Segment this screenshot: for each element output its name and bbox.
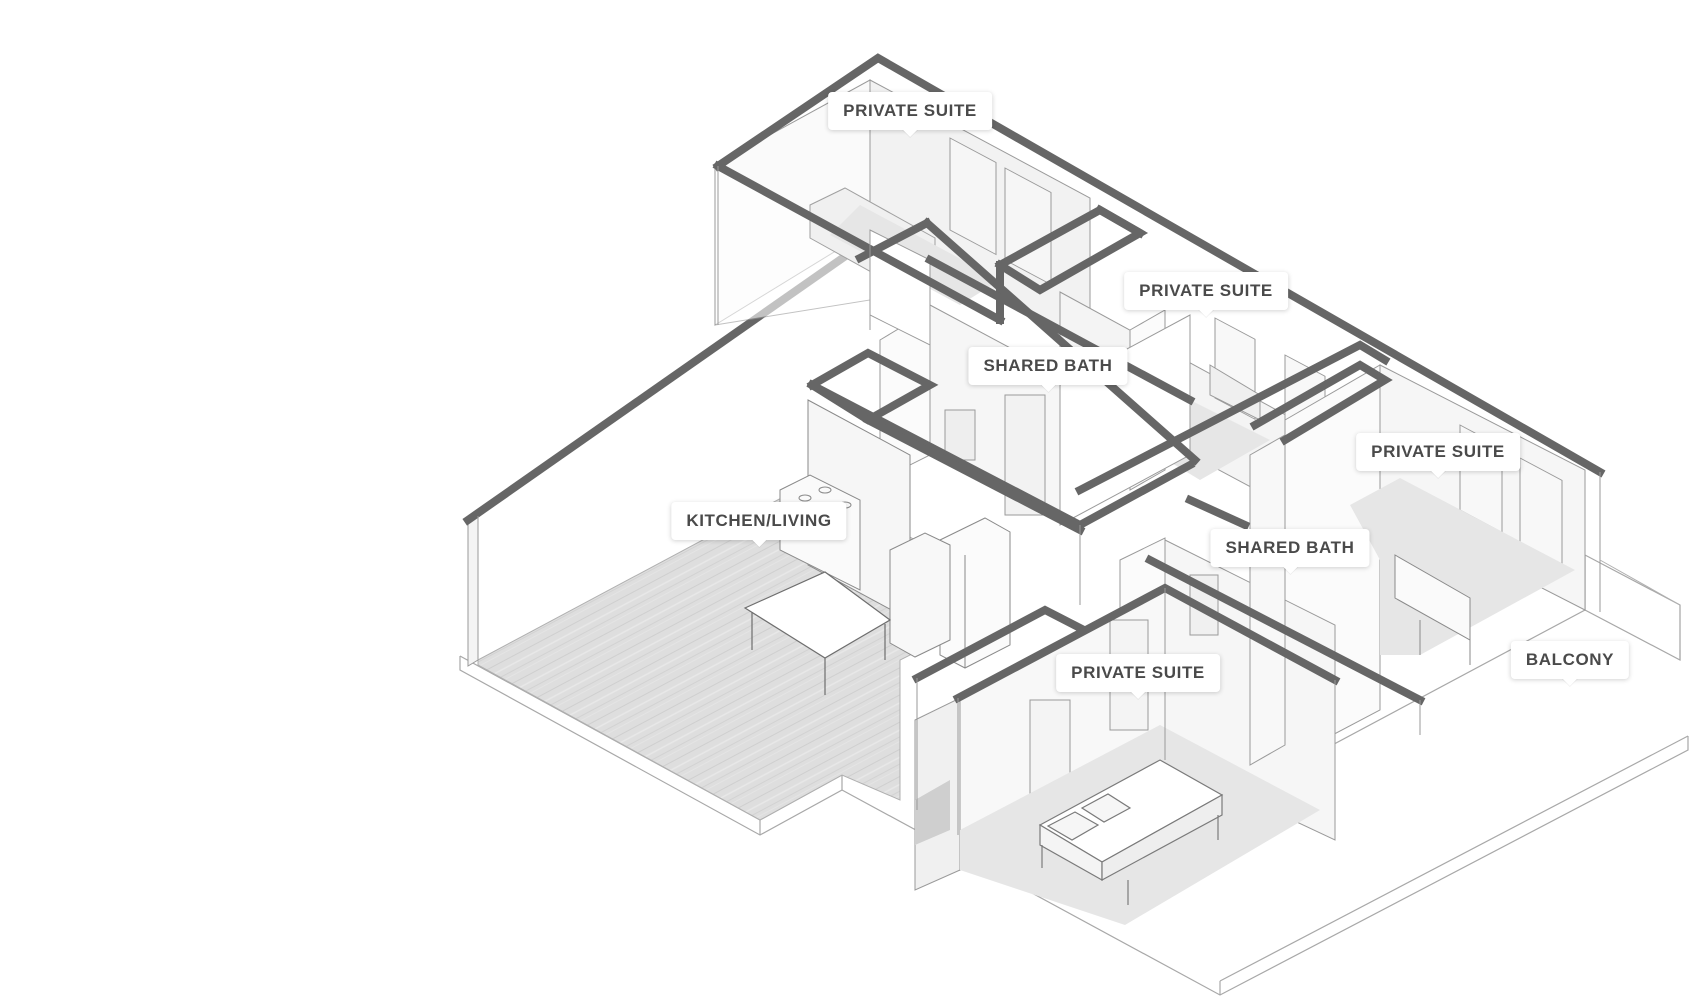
- label-balcony: BALCONY: [1510, 641, 1630, 687]
- label-private-suite-south: PRIVATE SUITE: [1056, 654, 1220, 700]
- label-text: PRIVATE SUITE: [1139, 281, 1273, 300]
- kitchen-base-cabinets: [889, 532, 951, 658]
- label-text: PRIVATE SUITE: [843, 101, 977, 120]
- label-text: KITCHEN/LIVING: [686, 511, 832, 530]
- east-suite-floor: [1350, 478, 1575, 655]
- label-shared-bath-lower: SHARED BATH: [1210, 529, 1370, 575]
- south-suite-bed: [1038, 759, 1224, 905]
- label-private-suite-north: PRIVATE SUITE: [828, 92, 992, 138]
- label-text: SHARED BATH: [983, 356, 1113, 375]
- label-shared-bath-upper: SHARED BATH: [968, 347, 1128, 393]
- label-text: PRIVATE SUITE: [1071, 663, 1205, 682]
- label-text: BALCONY: [1525, 650, 1615, 669]
- label-private-suite-middle: PRIVATE SUITE: [1124, 272, 1288, 318]
- label-private-suite-east: PRIVATE SUITE: [1356, 433, 1520, 479]
- balcony-railing: [1599, 559, 1681, 650]
- label-text: PRIVATE SUITE: [1371, 442, 1505, 461]
- south-suite-closet-floor: [915, 780, 950, 845]
- label-kitchen-living: KITCHEN/LIVING: [671, 502, 847, 548]
- east-suite-bed: [1394, 554, 1471, 665]
- cut-walls: [712, 53, 1606, 706]
- dining-table: [743, 571, 892, 695]
- label-text: SHARED BATH: [1225, 538, 1355, 557]
